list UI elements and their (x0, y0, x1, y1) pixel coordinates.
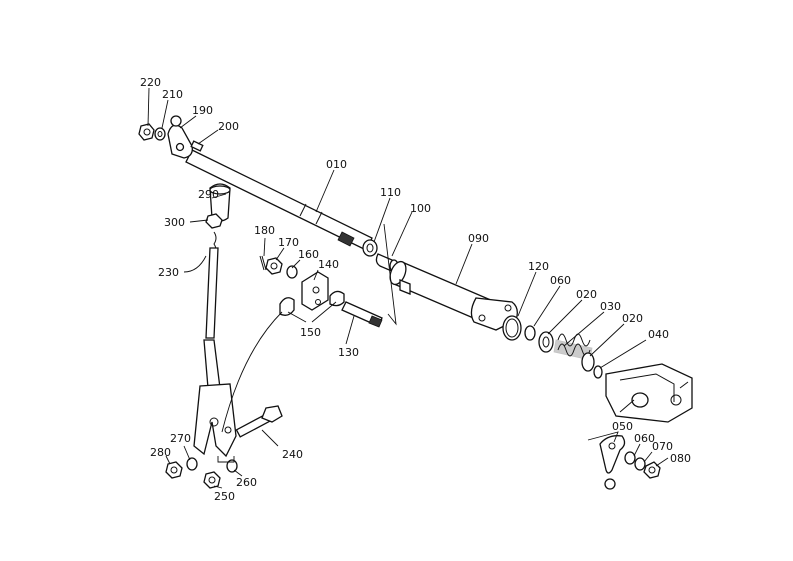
bolt-240 (235, 405, 283, 438)
callout-150: 150 (300, 326, 321, 339)
callout-230: 230 (158, 266, 179, 279)
lever-fork (193, 383, 237, 458)
washer-160 (286, 265, 298, 279)
callout-050: 050 (612, 420, 633, 433)
callout-060-b: 060 (634, 432, 655, 445)
callout-060: 060 (550, 274, 571, 287)
washer-060 (524, 325, 536, 341)
transmission-housing (605, 363, 693, 423)
nut-250 (203, 471, 221, 489)
shift-rod-010 (185, 149, 373, 251)
callout-110: 110 (380, 186, 401, 199)
leader-lines (147, 87, 669, 489)
callout-250: 250 (214, 490, 235, 503)
callout-130: 130 (338, 346, 359, 359)
callout-070: 070 (652, 440, 673, 453)
o-ring-120 (502, 315, 522, 341)
washer-260 (226, 459, 238, 473)
shaft-130 (341, 301, 383, 328)
callout-290: 290 (198, 188, 219, 201)
callout-030: 030 (600, 300, 621, 313)
nut-170 (265, 257, 283, 275)
callout-180: 180 (254, 224, 275, 237)
spring-washer-070 (634, 457, 646, 471)
callout-170: 170 (278, 236, 299, 249)
callout-040: 040 (648, 328, 669, 341)
callout-300: 300 (164, 216, 185, 229)
nut-300 (205, 213, 223, 229)
shift-case-090 (389, 260, 518, 331)
callout-020-b: 020 (622, 312, 643, 325)
callout-100: 100 (410, 202, 431, 215)
callout-260: 260 (236, 476, 257, 489)
washer-270 (186, 457, 198, 471)
shift-arm-050 (599, 435, 626, 490)
callout-080: 080 (670, 452, 691, 465)
callout-240: 240 (282, 448, 303, 461)
oil-seal-110 (362, 239, 378, 257)
rod-end-190 (167, 115, 193, 159)
callout-280: 280 (150, 446, 171, 459)
callout-140: 140 (318, 258, 339, 271)
callout-010: 010 (326, 158, 347, 171)
callout-160: 160 (298, 248, 319, 261)
callout-220: 220 (140, 76, 161, 89)
callout-200: 200 (218, 120, 239, 133)
callout-210: 210 (162, 88, 183, 101)
callout-020: 020 (576, 288, 597, 301)
collar-020 (538, 331, 554, 353)
shift-lever-230 (203, 231, 221, 389)
washer-060-b (624, 451, 636, 465)
callout-120: 120 (528, 260, 549, 273)
collar-020-b (581, 352, 595, 372)
washer-210 (154, 127, 166, 141)
bushing-150 (279, 290, 345, 316)
circlip-040 (593, 365, 603, 379)
callout-190: 190 (192, 104, 213, 117)
callout-090: 090 (468, 232, 489, 245)
nut-220 (138, 123, 155, 141)
callout-270: 270 (170, 432, 191, 445)
nut-280 (165, 461, 183, 479)
spring-pin-180 (259, 255, 267, 271)
joint-block-140 (301, 271, 329, 311)
